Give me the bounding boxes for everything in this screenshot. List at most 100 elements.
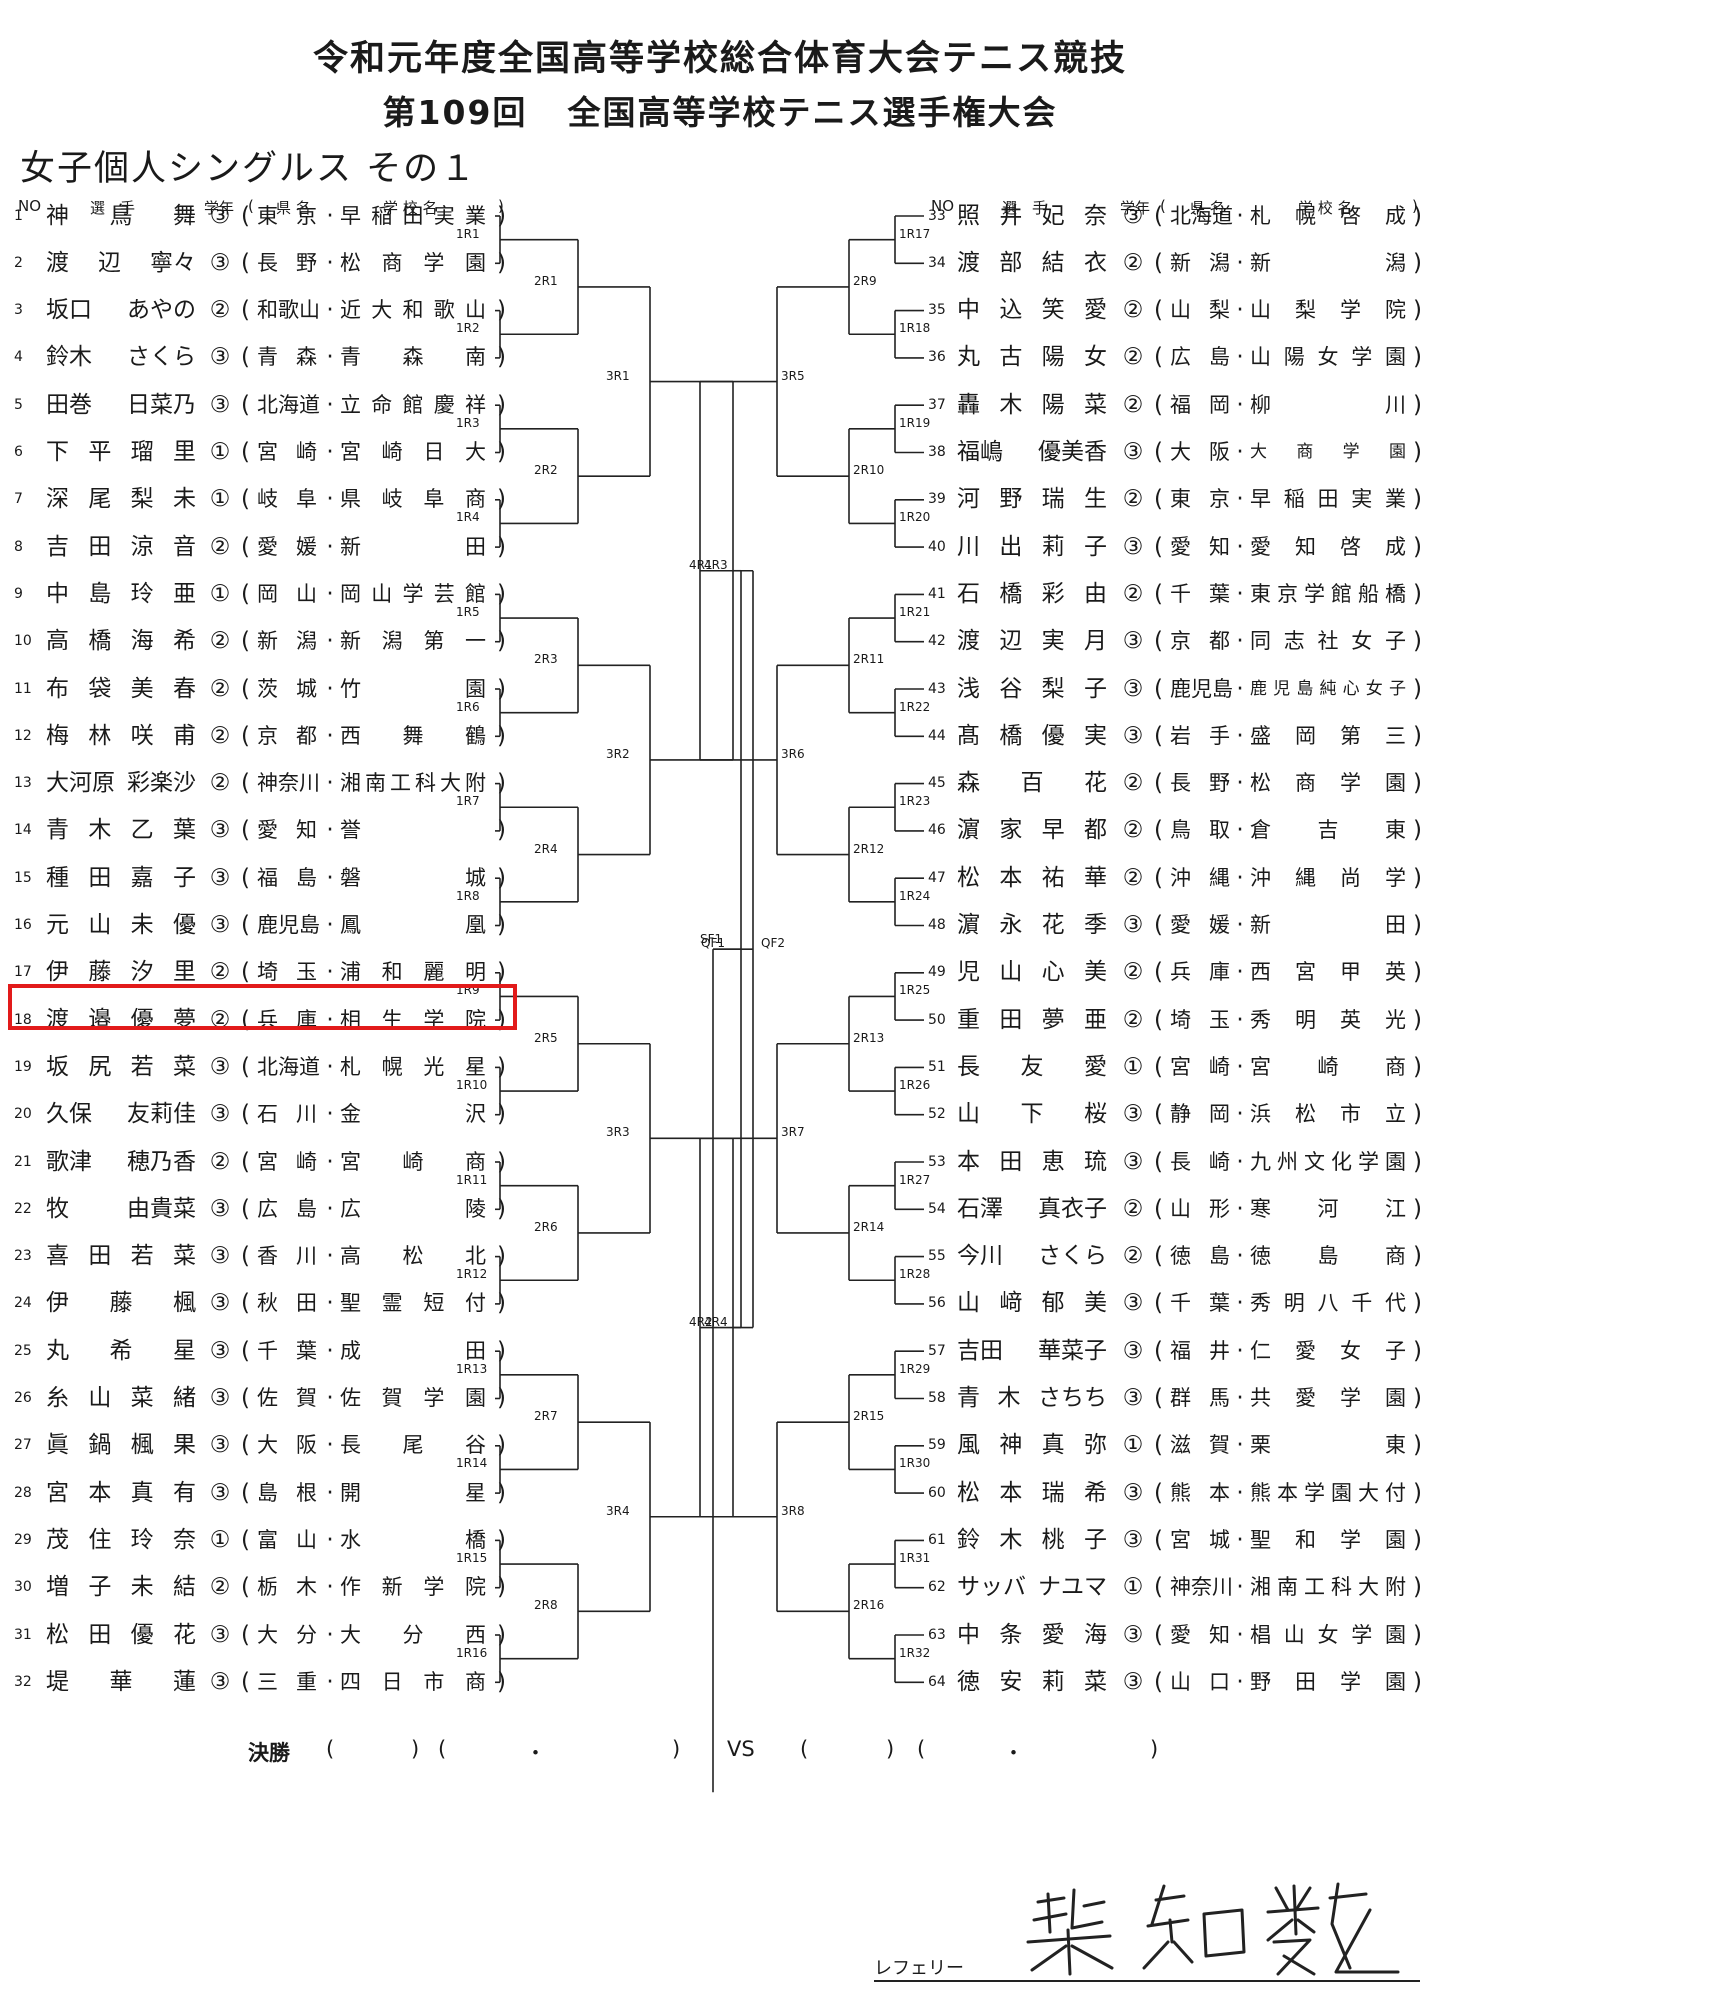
prefecture: 神奈川: [257, 771, 320, 796]
open-paren: (: [241, 1621, 250, 1648]
school-name: 徳島商: [1250, 1244, 1406, 1269]
seed-number: 54: [928, 1200, 946, 1217]
round-label-r3: 3R4: [606, 1503, 630, 1518]
round-label-r2: 2R1: [534, 273, 558, 288]
separator-dot: ·: [326, 1574, 334, 1601]
school-name: 新潟第一: [340, 629, 486, 654]
prefecture: 新潟: [1170, 250, 1230, 275]
separator-dot: ·: [326, 1668, 334, 1695]
player-grade: ③: [1122, 202, 1144, 229]
seed-number: 20: [14, 1106, 32, 1123]
close-paren: ): [1413, 1006, 1422, 1033]
player-name: 濵永花季: [957, 912, 1107, 938]
close-paren: ): [1413, 202, 1422, 229]
round-label-r2: 2R6: [534, 1219, 558, 1234]
player-grade: ③: [1122, 912, 1144, 938]
prefecture: 富山: [257, 1527, 317, 1552]
prefecture: 京都: [257, 723, 317, 748]
championship-title: 第109回全国高等学校テニス選手権大会: [0, 86, 1440, 134]
column-header-open: (: [1160, 197, 1166, 215]
seed-number: 45: [928, 775, 946, 792]
player-grade: ③: [1122, 439, 1144, 465]
player-name: 髙橋優実: [957, 722, 1107, 749]
school-name: 四日市商: [340, 1669, 486, 1694]
seed-number: 64: [928, 1673, 946, 1690]
player-name: 喜田若菜: [46, 1243, 196, 1270]
close-paren: ): [1413, 1195, 1422, 1222]
player-name: 福嶋優美香: [957, 439, 1107, 465]
school-name: 早稲田実業: [1250, 487, 1406, 512]
close-paren: ): [497, 202, 506, 229]
player-name: 茂住玲奈: [46, 1526, 196, 1553]
round-label-r1: 1R31: [899, 1551, 931, 1566]
prefecture: 宮崎: [257, 440, 317, 464]
seed-number: 44: [928, 727, 946, 744]
seed-number: 19: [14, 1058, 32, 1075]
close-paren: ): [497, 1574, 506, 1601]
close-paren: ): [497, 1385, 506, 1411]
separator-dot: ·: [326, 439, 334, 465]
close-paren: ): [497, 1479, 506, 1506]
separator-dot: ·: [326, 1243, 334, 1270]
close-paren: ): [497, 770, 506, 797]
round-label-r1: 1R32: [899, 1645, 931, 1660]
separator-dot: ・: [525, 1741, 546, 1765]
prefecture: 大阪: [1170, 440, 1230, 464]
player-grade: ③: [209, 1243, 231, 1270]
seed-number: 35: [928, 302, 946, 319]
player-grade: ②: [209, 722, 231, 749]
prefecture: 兵庫: [257, 1007, 317, 1032]
player-name: 松田優花: [46, 1621, 196, 1648]
seed-number: 25: [14, 1342, 32, 1359]
school-name: 鳳凰: [340, 913, 486, 937]
player-name: 児山心美: [957, 959, 1107, 986]
player-grade: ③: [1122, 675, 1144, 702]
round-label-r3: 3R7: [781, 1125, 805, 1140]
player-name: 森百花: [957, 770, 1107, 797]
school-name: 東京学館船橋: [1250, 581, 1406, 606]
school-name: 聖霊短付: [340, 1291, 486, 1316]
open-paren: (: [1154, 486, 1163, 513]
seed-number: 21: [14, 1153, 32, 1170]
prefecture: 石川: [257, 1102, 317, 1127]
school-name: 沖縄尚学: [1250, 865, 1406, 890]
column-header-grade: 学年: [1120, 199, 1151, 217]
seed-number: 30: [14, 1579, 32, 1596]
school-name: 磐城: [340, 865, 486, 890]
open-paren: (: [1154, 1621, 1163, 1648]
round-label-r1: 1R1: [456, 226, 480, 241]
player-name: 松本瑞希: [957, 1479, 1107, 1506]
seed-number: 18: [14, 1011, 32, 1028]
school-name: 九州文化学園: [1250, 1149, 1406, 1174]
separator-dot: ·: [1236, 959, 1244, 986]
close-paren: ): [497, 864, 506, 891]
player-grade: ②: [209, 1148, 231, 1175]
close-paren: ): [1413, 344, 1422, 371]
player-grade: ③: [1122, 628, 1144, 655]
open-paren: (: [1154, 1053, 1163, 1080]
prefecture: 鳥取: [1170, 818, 1230, 843]
round-label-r3: 3R1: [606, 368, 630, 383]
school-name: 青森南: [340, 345, 486, 370]
column-header-player: 選 手: [90, 199, 136, 217]
school-name: 松商学園: [1250, 771, 1406, 796]
open-paren: (: [241, 1385, 250, 1411]
player-grade: ③: [209, 1290, 231, 1317]
seed-number: 3: [14, 302, 23, 319]
close-paren: ): [497, 1006, 506, 1033]
school-name: 倉吉東: [1250, 818, 1406, 843]
separator-dot: ·: [1236, 1432, 1244, 1459]
prefecture: 広島: [257, 1196, 317, 1221]
close-paren: ): [1413, 1526, 1422, 1553]
seed-number: 31: [14, 1626, 32, 1643]
close-paren: ): [497, 533, 506, 560]
separator-dot: ·: [1236, 1385, 1244, 1411]
round-label-r2: 2R9: [853, 273, 877, 288]
player-name: 丸古陽女: [957, 344, 1107, 371]
open-paren: (: [1154, 1101, 1163, 1128]
player-grade: ②: [209, 959, 231, 986]
seed-number: 27: [14, 1437, 32, 1454]
vs-label: VS: [727, 1737, 755, 1761]
close-paren: ): [497, 1337, 506, 1364]
player-grade: ③: [209, 344, 231, 371]
